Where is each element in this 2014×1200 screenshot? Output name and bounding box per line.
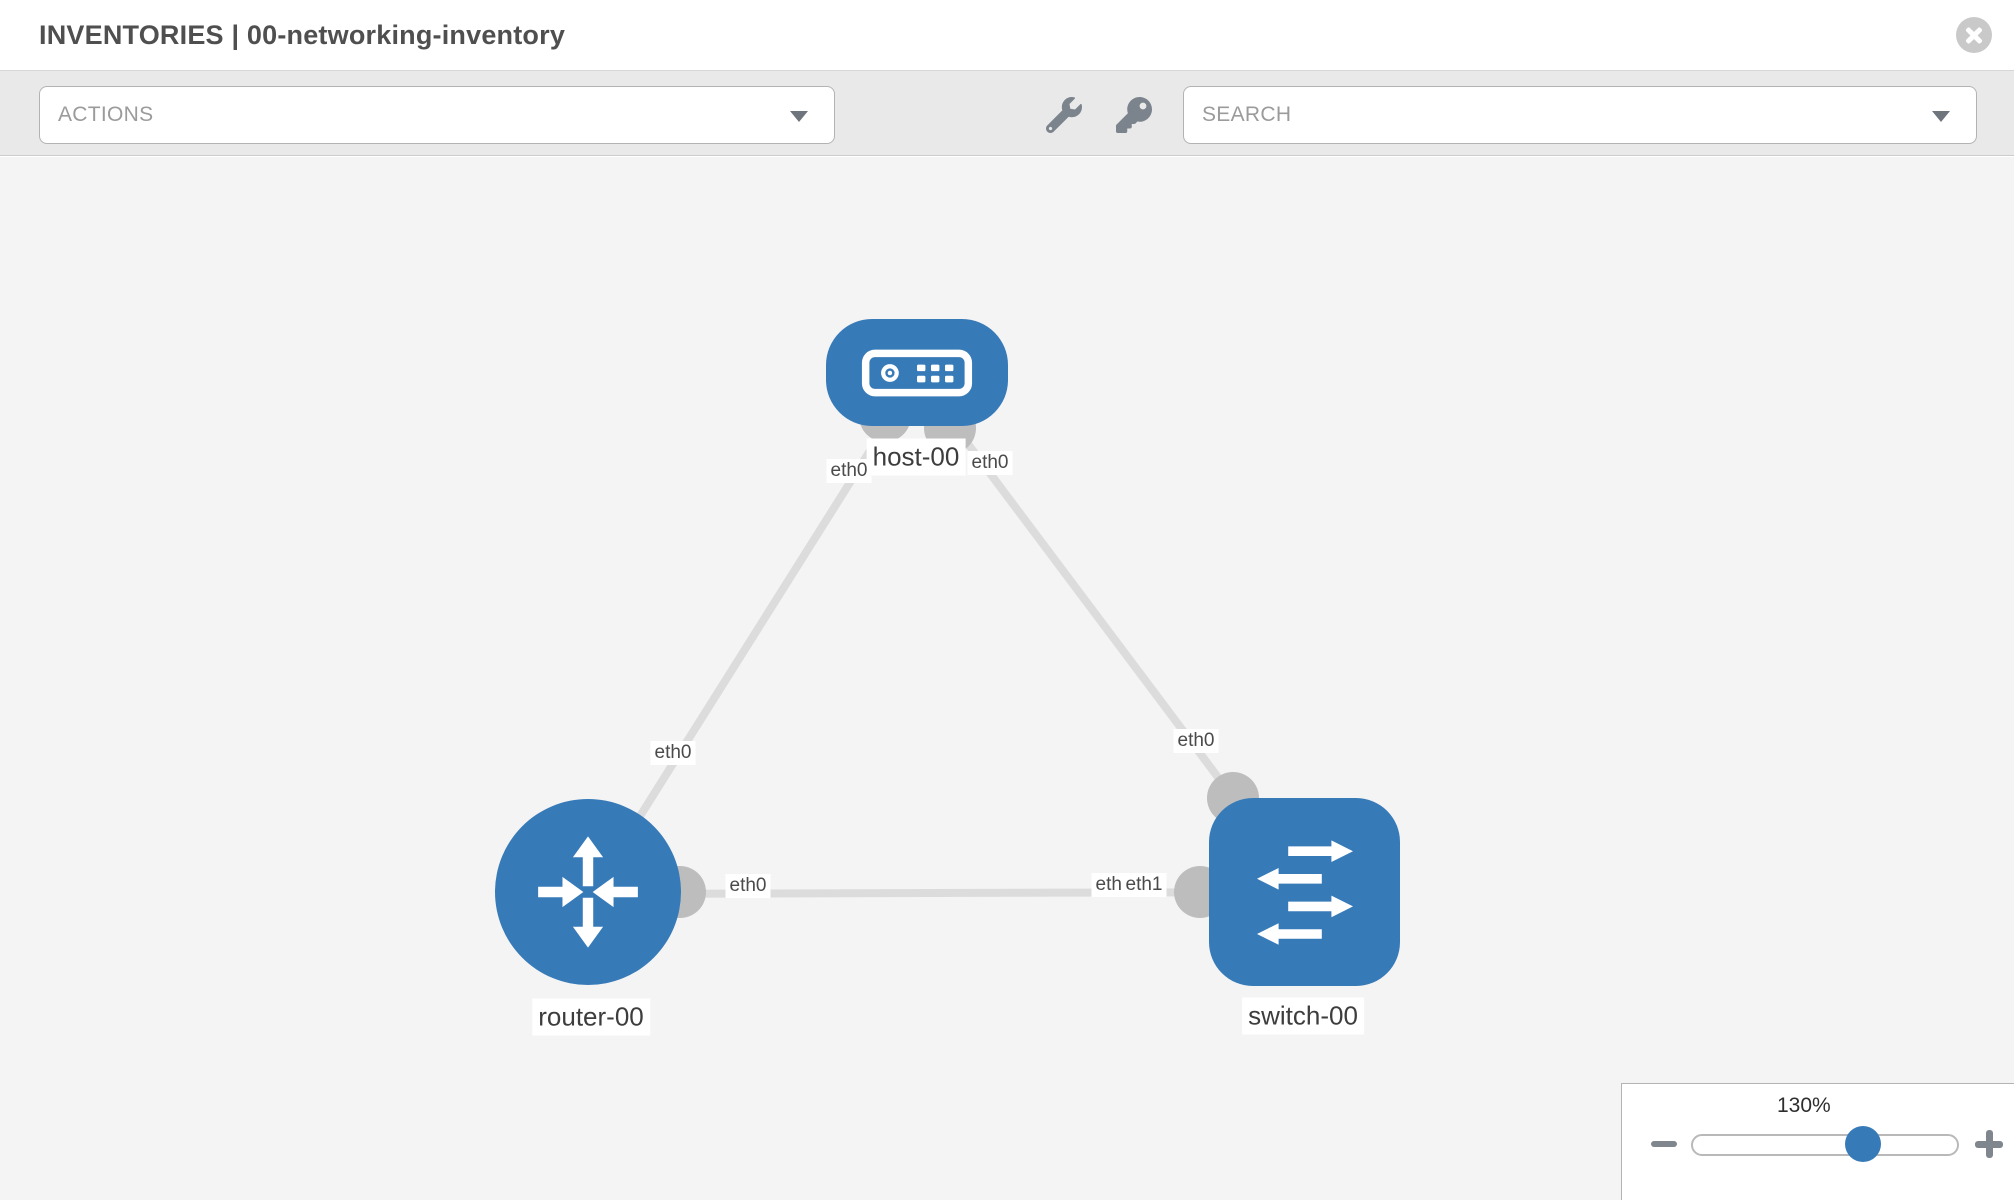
zoom-level: 130% <box>1777 1094 1831 1117</box>
interface-label-host-right: eth0 <box>967 451 1013 475</box>
interface-label-switch-to-router: eth1 <box>1121 873 1167 897</box>
node-label-router: router-00 <box>532 998 650 1036</box>
zoom-out-minus-icon[interactable] <box>1651 1141 1677 1147</box>
chevron-down-icon <box>1932 111 1950 122</box>
wrench-icon[interactable] <box>1046 97 1082 133</box>
links-layer <box>587 373 1308 918</box>
router-icon <box>538 836 638 948</box>
host-icon <box>861 349 973 396</box>
zoom-panel: 130% <box>1621 1083 2014 1200</box>
zoom-slider-handle[interactable] <box>1845 1126 1881 1162</box>
close-icon[interactable] <box>1956 17 1992 53</box>
search-placeholder: SEARCH <box>1202 103 1292 126</box>
actions-dropdown[interactable]: ACTIONS <box>39 86 835 144</box>
interface-label-router-to-switch: eth0 <box>725 874 771 898</box>
chevron-down-icon <box>790 111 808 122</box>
header: INVENTORIES | 00-networking-inventory <box>0 0 2014 70</box>
node-label-host: host-00 <box>866 438 966 476</box>
interface-label-router-to-host: eth0 <box>650 741 696 765</box>
node-host-00[interactable] <box>826 319 1008 426</box>
actions-dropdown-label: ACTIONS <box>58 103 154 126</box>
switch-icon <box>1256 840 1353 945</box>
zoom-slider[interactable] <box>1691 1134 1959 1156</box>
key-icon[interactable] <box>1116 97 1152 133</box>
search-dropdown[interactable]: SEARCH <box>1183 86 1977 144</box>
node-label-switch: switch-00 <box>1242 997 1364 1035</box>
topology-canvas[interactable]: host-00 eth0 eth0 eth0 eth0 eth0 eth0 et… <box>0 157 2014 1200</box>
node-router-00[interactable] <box>495 799 681 985</box>
node-switch-00[interactable] <box>1209 798 1400 986</box>
page-title: INVENTORIES | 00-networking-inventory <box>39 19 566 50</box>
interface-label-switch-to-host: eth0 <box>1173 729 1219 753</box>
toolbar: ACTIONS SEARCH <box>0 70 2014 156</box>
zoom-in-plus-icon[interactable] <box>1975 1130 2003 1158</box>
interface-label-host-left: eth0 <box>826 459 872 483</box>
